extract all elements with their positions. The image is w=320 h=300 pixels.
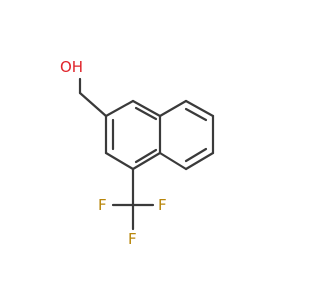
atom-label-f-bottom: F (128, 230, 137, 248)
bond-c4a-c4 (131, 151, 162, 171)
bond-c2-c1 (104, 99, 135, 118)
bond-c4a-c4-inner (134, 148, 158, 164)
bond-c8a-c8 (158, 99, 188, 118)
bond-c8-c7-inner (184, 107, 208, 122)
bond-c1-c8a (131, 99, 162, 118)
bond-c1-c8a-inner (134, 106, 158, 121)
bond-c8-c7 (184, 99, 215, 118)
structure-canvas: OH F F F (60, 58, 215, 248)
bond-c5-c4a (158, 151, 188, 171)
bond-ch2-c2 (78, 91, 108, 118)
atom-label-f-right: F (158, 196, 167, 214)
atom-label-f-left: F (98, 196, 107, 214)
bond-c6-c5-inner (184, 147, 208, 163)
molecule-structure: OH F F F (60, 58, 215, 248)
atom-label-oh: OH (60, 58, 83, 76)
bond-c4-c3 (104, 151, 135, 171)
bond-c6-c5 (184, 151, 215, 171)
